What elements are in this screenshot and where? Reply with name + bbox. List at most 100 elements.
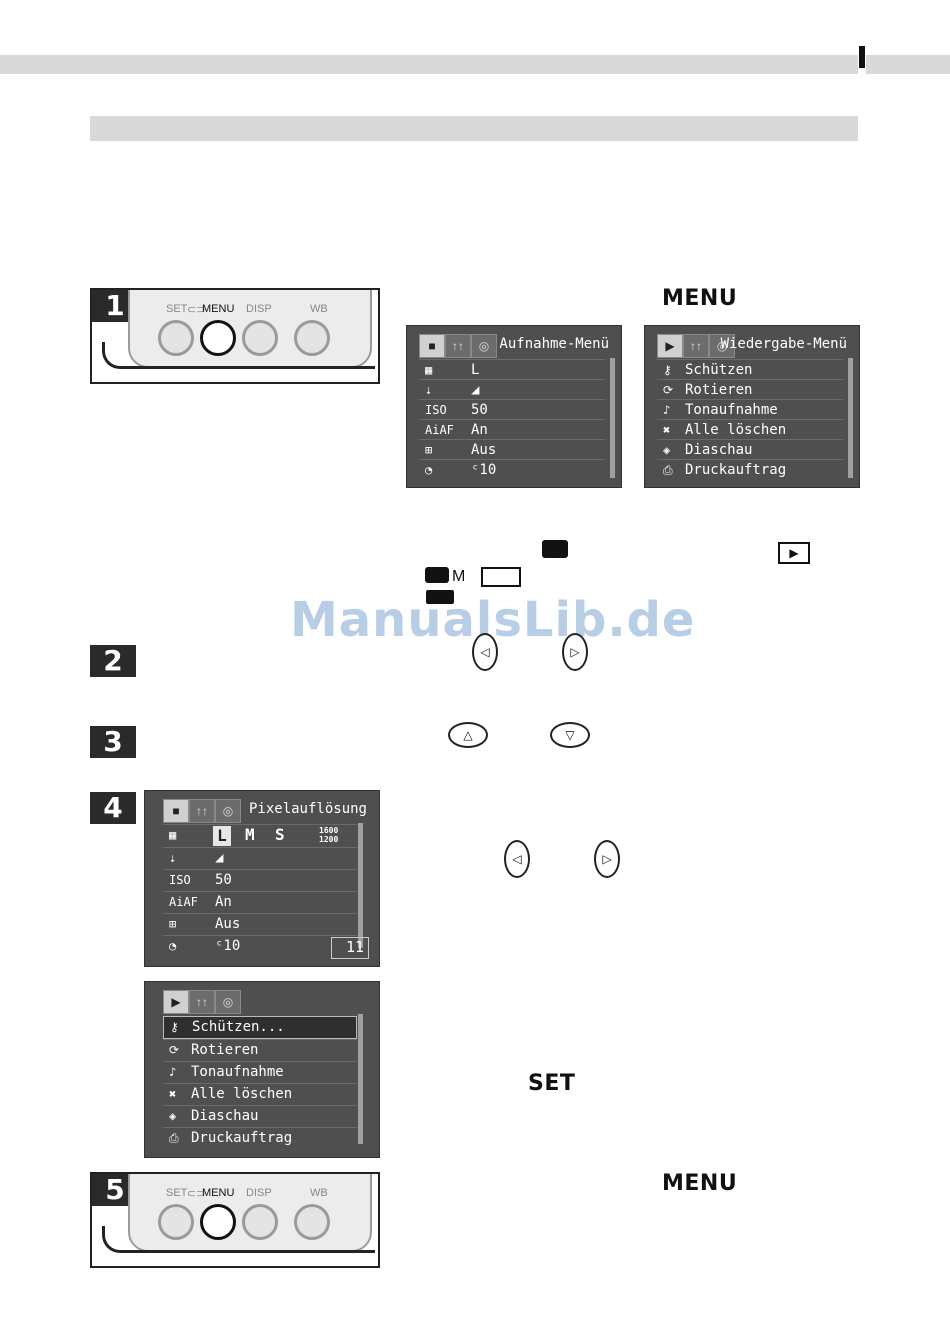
wb-trash-button[interactable]: [294, 320, 330, 356]
microphone-icon: ♪: [169, 1065, 177, 1079]
set-button[interactable]: [158, 320, 194, 356]
rotate-icon: ⟳: [663, 383, 674, 397]
menu-row[interactable]: ✖Alle löschen: [163, 1083, 357, 1105]
play-tab-icon[interactable]: ▶: [657, 334, 683, 358]
menu-row[interactable]: ◔ᶜ10: [163, 935, 357, 957]
option-large[interactable]: L: [213, 826, 231, 846]
screen-title: Wiedergabe-Menü: [720, 336, 847, 352]
wb-label: WB: [310, 303, 328, 315]
camera-tab-icon[interactable]: ■: [163, 799, 189, 823]
iso-icon: ISO: [425, 403, 447, 417]
menu-button[interactable]: [200, 320, 236, 356]
menu-row[interactable]: ▦L: [419, 359, 605, 380]
set-label: SET: [166, 1187, 188, 1199]
self-timer-icon: ◔: [425, 463, 433, 477]
menu-row[interactable]: ⟳Rotieren: [657, 379, 843, 400]
menu-row[interactable]: ⚷Schützen: [657, 359, 843, 380]
set-menu-connector: ⊂⊃: [187, 304, 206, 316]
section-title-bar: [90, 116, 858, 141]
playback-submenu-screen: ▶ ↑↑ ◎ ⚷Schützen... ⟳Rotieren ♪Tonaufnah…: [144, 981, 380, 1158]
manual-mode-suffix: M: [452, 568, 466, 585]
menu-row[interactable]: ⇣◢: [163, 847, 357, 869]
option-postcard[interactable]: 1600 1200: [319, 826, 339, 844]
set-label: SET: [166, 303, 188, 315]
set-button[interactable]: [158, 1204, 194, 1240]
menu-label: MENU: [202, 1187, 235, 1199]
option-small[interactable]: S: [275, 825, 285, 844]
disp-button[interactable]: [242, 320, 278, 356]
camera-outline: [102, 1226, 375, 1253]
menu-row[interactable]: ◈Diaschau: [163, 1105, 357, 1127]
step-number: 4: [90, 792, 136, 824]
menu-row[interactable]: ⇣◢: [419, 379, 605, 400]
compression-icon: ⇣: [169, 851, 177, 865]
play-tab-icon[interactable]: ▶: [163, 990, 189, 1014]
menu-row[interactable]: ♪Tonaufnahme: [163, 1061, 357, 1083]
wb-label: WB: [310, 1187, 328, 1199]
scrollbar: [848, 358, 853, 478]
menu-tabs: ▶ ↑↑ ◎: [163, 990, 367, 1014]
setup-tab-icon[interactable]: ↑↑: [189, 799, 215, 823]
scrollbar: [358, 1014, 363, 1144]
microphone-icon: ♪: [663, 403, 671, 417]
screen-title: Pixelauflösung: [248, 801, 367, 817]
menu-key-label: MENU: [662, 286, 738, 311]
menu-button[interactable]: [200, 1204, 236, 1240]
mycamera-tab-icon[interactable]: ◎: [215, 990, 241, 1014]
wb-trash-button[interactable]: [294, 1204, 330, 1240]
option-medium[interactable]: M: [245, 825, 255, 844]
menu-row[interactable]: ⊞Aus: [163, 913, 357, 935]
down-arrow-icon: ▽: [550, 722, 590, 748]
slideshow-icon: ◈: [663, 443, 671, 457]
menu-row[interactable]: ✖Alle löschen: [657, 419, 843, 440]
shots-remaining: 11: [331, 937, 369, 959]
setup-tab-icon[interactable]: ↑↑: [683, 334, 709, 358]
menu-row[interactable]: ♪Tonaufnahme: [657, 399, 843, 420]
menu-tabs: ■ ↑↑ ◎ Aufnahme-Menü: [419, 334, 609, 358]
right-arrow-icon: ▷: [594, 840, 620, 878]
camera-tab-icon[interactable]: ■: [419, 334, 445, 358]
scrollbar: [610, 358, 615, 478]
mycamera-tab-icon[interactable]: ◎: [471, 334, 497, 358]
camera-illustration-5: 5 SET ⊂⊃ MENU DISP WB: [90, 1172, 380, 1268]
mycamera-tab-icon[interactable]: ◎: [215, 799, 241, 823]
header-bar: [0, 55, 858, 74]
menu-tabs: ■ ↑↑ ◎ Pixelauflösung: [163, 799, 367, 823]
mycamera-tab-icon[interactable]: ◎: [709, 334, 735, 358]
disp-label: DISP: [246, 303, 272, 315]
setup-tab-icon[interactable]: ↑↑: [189, 990, 215, 1014]
print-icon: ⎙: [169, 1131, 179, 1145]
menu-row[interactable]: ⊞Aus: [419, 439, 605, 460]
menu-row[interactable]: ⎙Druckauftrag: [657, 459, 843, 480]
screen-title: Aufnahme-Menü: [499, 336, 609, 352]
pixel-resolution-screen: ■ ↑↑ ◎ Pixelauflösung ▦ L M S 1600 1200 …: [144, 790, 380, 967]
menu-row[interactable]: ⟳Rotieren: [163, 1039, 357, 1061]
camera-outline: [102, 342, 375, 369]
menu-row[interactable]: ⎙Druckauftrag: [163, 1127, 357, 1149]
iso-icon: ISO: [169, 873, 191, 887]
right-arrow-icon: ▷: [562, 633, 588, 671]
left-arrow-icon: ◁: [472, 633, 498, 671]
print-icon: ⎙: [663, 463, 673, 477]
af-assist-icon: AiAF: [169, 895, 198, 909]
up-arrow-icon: △: [448, 722, 488, 748]
slideshow-icon: ◈: [169, 1109, 177, 1123]
resolution-icon: ▦: [169, 828, 177, 842]
menu-row-selected[interactable]: ⚷Schützen...: [163, 1016, 357, 1039]
step-number: 2: [90, 645, 136, 677]
setup-tab-icon[interactable]: ↑↑: [445, 334, 471, 358]
resolution-options-row[interactable]: ▦ L M S 1600 1200: [163, 824, 357, 847]
menu-row[interactable]: ◈Diaschau: [657, 439, 843, 460]
page-marker: [859, 46, 865, 68]
menu-row[interactable]: ◔ᶜ10: [419, 459, 605, 480]
playback-mode-icon: ▶: [778, 542, 810, 564]
af-assist-icon: AiAF: [425, 423, 454, 437]
self-timer-icon: ◔: [169, 939, 177, 953]
set-key-label: SET: [528, 1071, 576, 1096]
disp-button[interactable]: [242, 1204, 278, 1240]
